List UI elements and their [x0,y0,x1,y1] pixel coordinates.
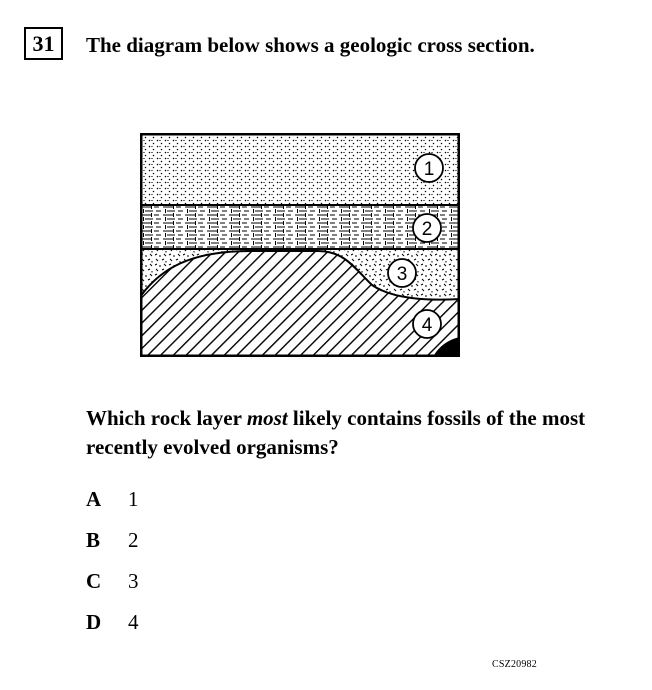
question-text-before: Which rock layer [86,406,247,430]
choice-letter: A [86,487,102,511]
item-code: CSZ20982 [492,659,537,670]
layer-label-4: 4 [412,309,442,339]
question-emphasis: most [246,406,288,430]
layer-label-1: 1 [414,153,444,183]
layer-2-region [142,205,458,249]
layer-label-3: 3 [387,258,417,288]
layer-1-region [142,135,458,205]
choice-value: 1 [128,487,139,511]
choice-letter: B [86,528,101,552]
question-text-after: likely contains fossils of the most rece… [86,406,586,459]
layer-4-boundary [142,250,458,301]
question-number: 31 [32,31,55,56]
geologic-cross-section-diagram: 1 2 3 4 [140,133,460,362]
choice-letter: D [86,610,102,634]
question-number-box: 31 [24,27,63,60]
layer-label-4-text: 4 [422,315,433,336]
choice-value: 2 [128,528,139,552]
layer-label-3-text: 3 [397,264,408,285]
choice-letter: C [86,569,102,593]
choice-value: 3 [128,569,139,593]
lower-right-lens [434,337,458,355]
layer-label-2: 2 [412,213,442,243]
question-text: Which rock layer most likely contains fo… [86,404,626,462]
choice-value: 4 [128,610,139,634]
layer-label-2-text: 2 [422,219,433,240]
layer-label-1-text: 1 [424,159,435,180]
question-stem: The diagram below shows a geologic cross… [86,33,535,57]
